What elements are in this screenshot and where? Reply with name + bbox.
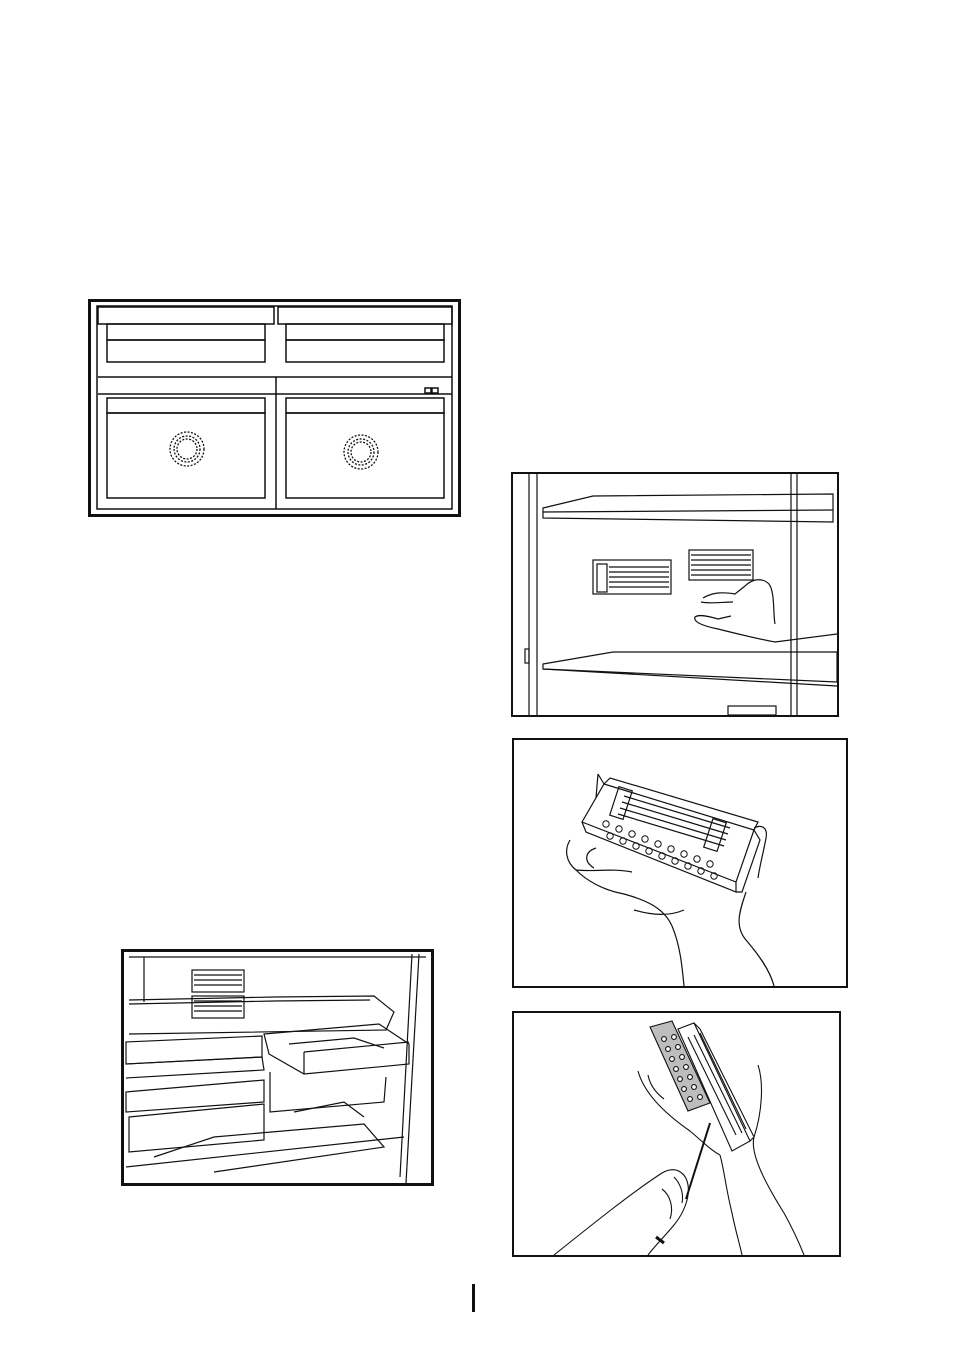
freezer-drawers-icon (91, 302, 458, 514)
fridge-interior-figure (121, 949, 434, 1186)
opening-filter-cartridge-icon (514, 1013, 839, 1255)
filter-cartridge-in-hand-icon (514, 740, 846, 986)
page-number-marker (472, 1284, 475, 1312)
filter-opening-figure (512, 1011, 841, 1257)
filter-cartridge-figure (512, 738, 848, 988)
filter-removal-figure (511, 472, 839, 717)
freezer-drawers-figure (88, 299, 461, 517)
fridge-interior-icon (124, 952, 431, 1183)
hand-removing-filter-icon (513, 474, 837, 715)
